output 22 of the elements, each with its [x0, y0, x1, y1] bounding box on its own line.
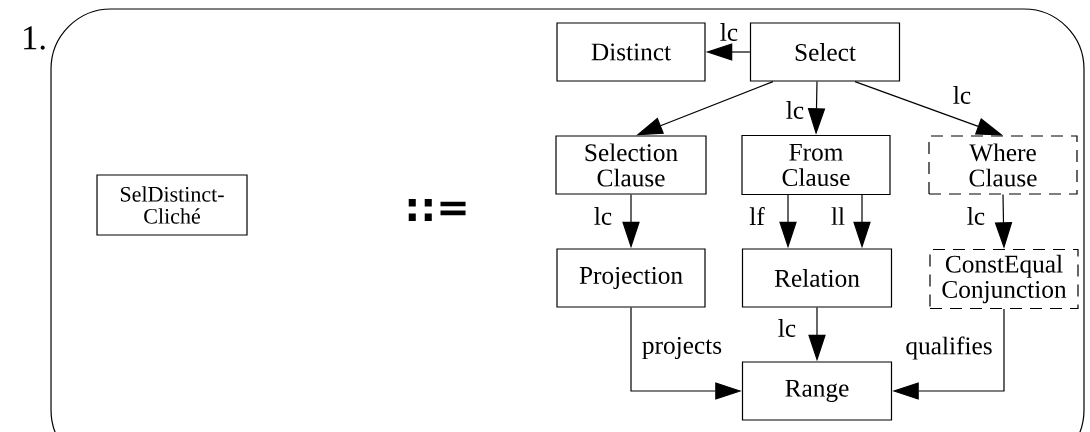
edge-label: lc [953, 86, 971, 104]
item-number: 1. [24, 26, 45, 50]
term-box: SelDistinct-Cliché [96, 174, 248, 236]
term-box: Projection [556, 248, 706, 308]
edge-label: ll [831, 207, 845, 225]
term-box: From Clause [741, 134, 891, 196]
term-box: Relation [741, 248, 893, 308]
edge-label: lc [786, 101, 804, 119]
term-box: Selection Clause [555, 135, 707, 195]
term-box: Where Clause [928, 135, 1078, 195]
edge-label: lf [749, 207, 765, 225]
term-box: Range [741, 361, 893, 421]
edge-label: qualifies [906, 336, 992, 360]
edge-label: lc [778, 319, 796, 337]
edge-label: projects [642, 336, 722, 360]
edge-label: lc [594, 207, 612, 225]
term-box: ConstEqual Conjunction [929, 248, 1079, 310]
definition-symbol: ::= [408, 199, 466, 221]
edge-label: lc [720, 23, 738, 41]
term-box: Select [749, 22, 901, 82]
edge-label: lc [967, 207, 985, 225]
term-box: Distinct [556, 22, 706, 82]
